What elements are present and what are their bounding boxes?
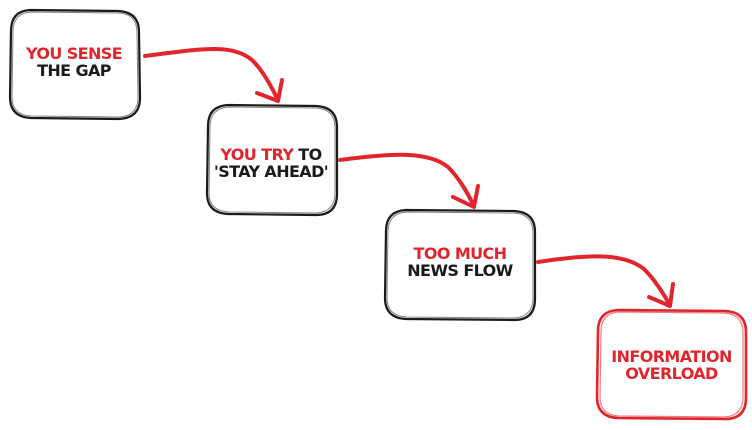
step-2-rest: TO (293, 145, 322, 164)
step-box-4 (595, 308, 748, 421)
step-box-1 (8, 8, 142, 121)
arrow-1 (143, 47, 284, 103)
arrow-2 (338, 152, 480, 209)
step-box-2 (205, 103, 339, 217)
step-1-highlight: YOU SENSE (25, 44, 123, 63)
step-2-line2: 'STAY AHEAD' (213, 162, 329, 181)
step-2-label: YOU TRY TO 'STAY AHEAD' (207, 146, 335, 180)
step-1-label: YOU SENSE THE GAP (10, 45, 138, 79)
step-1-line2: THE GAP (37, 61, 111, 80)
step-box-3 (383, 208, 537, 322)
step-3-label: TOO MUCH NEWS FLOW (385, 245, 535, 279)
arrow-3 (536, 254, 675, 308)
step-3-highlight: TOO MUCH (413, 244, 508, 263)
step-4-highlight: INFORMATION (611, 347, 732, 366)
step-2-highlight: YOU TRY (220, 145, 294, 164)
step-3-line2: NEWS FLOW (407, 261, 513, 280)
step-4-label: INFORMATION OVERLOAD (597, 348, 746, 382)
step-4-line2: OVERLOAD (625, 364, 718, 383)
